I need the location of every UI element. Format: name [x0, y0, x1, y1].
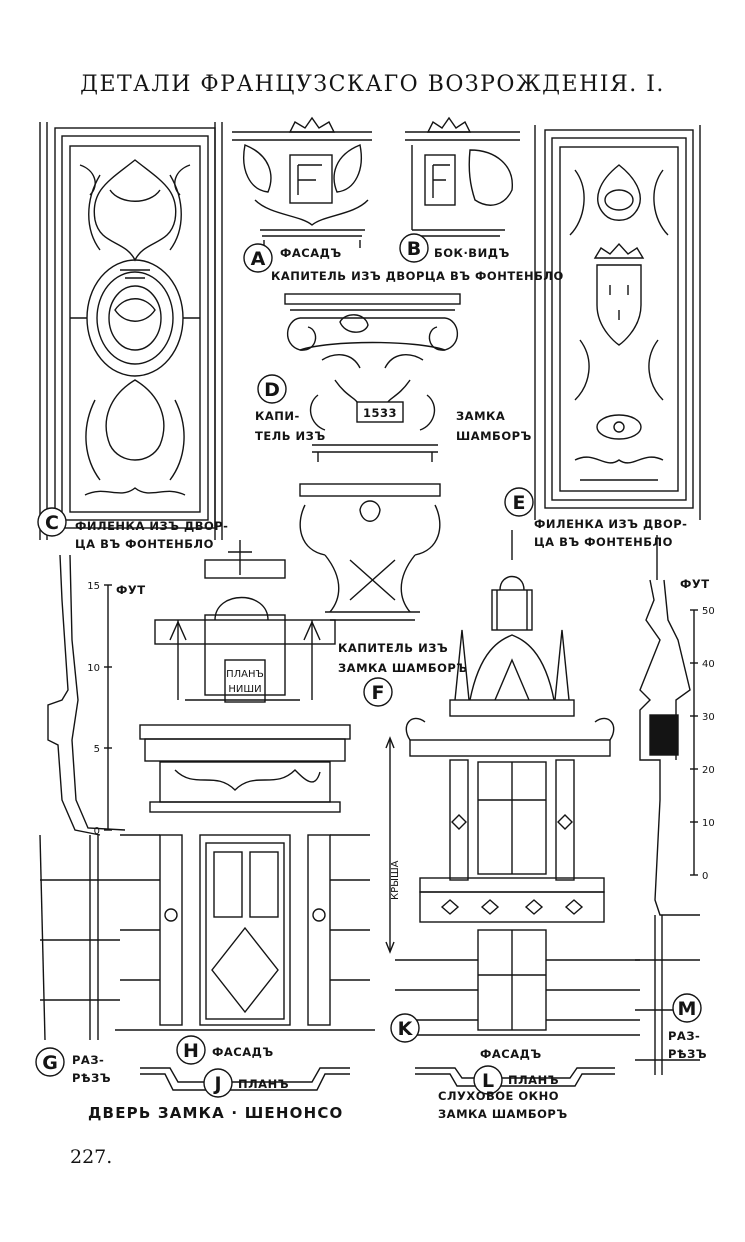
scale-right: 50 40 30 20 10 0 ФУТ [680, 577, 715, 882]
caption-window-title-line1: СЛУХОВОЕ ОКНО [438, 1089, 559, 1103]
caption-k-facade: ФАСАДЪ [480, 1047, 542, 1061]
scale-right-tick: 30 [702, 712, 715, 723]
label-d-circle [257, 374, 287, 404]
label-k-circle [390, 1013, 420, 1043]
caption-niche-line1: ПЛАНЪ [226, 669, 264, 680]
caption-g-line2: РѢЗЪ [72, 1071, 111, 1085]
label-c-circle [37, 507, 67, 537]
label-f: F [372, 682, 385, 704]
label-m-circle [672, 993, 702, 1023]
caption-d-chambord-line1: ЗАМКА [456, 409, 505, 423]
page-number: 227. [70, 1146, 113, 1168]
caption-f-line1: КАПИТЕЛЬ ИЗЪ [338, 641, 448, 655]
caption-niche-line2: НИШИ [228, 684, 261, 695]
label-h-circle [176, 1035, 206, 1065]
scale-right-tick: 10 [702, 818, 715, 829]
caption-m-line1: РАЗ- [668, 1029, 700, 1043]
caption-b-side-view: БОК·ВИДЪ [434, 246, 510, 260]
caption-d-line1: КАПИ- [255, 409, 300, 423]
caption-e-line2: ЦА ВЪ ФОНТЕНБЛО [534, 535, 673, 549]
scale-right-tick: 40 [702, 659, 715, 670]
caption-g-line1: РАЗ- [72, 1053, 104, 1067]
panel-c-drawing [39, 122, 223, 540]
panel-e-drawing [534, 125, 701, 520]
plan-l-drawing [415, 1067, 615, 1087]
page-title: ДЕТАЛИ ФРАНЦУЗСКАГО ВОЗРОЖДЕНІЯ. I. [80, 72, 665, 97]
label-b: B [407, 238, 421, 260]
label-c: C [45, 512, 59, 534]
caption-f-line2: ЗАМКА ШАМБОРЪ [338, 661, 468, 675]
scale-left-unit: ФУТ [116, 583, 146, 597]
capital-a-drawing [232, 116, 372, 248]
scale-left-tick: 15 [87, 581, 100, 592]
door-h-drawing: ПЛАНЪ НИШИ [115, 540, 375, 1031]
caption-c-line2: ЦА ВЪ ФОНТЕНБЛО [75, 537, 214, 551]
plan-j-drawing [140, 1067, 350, 1091]
caption-l-plan: ПЛАНЪ [508, 1073, 559, 1087]
dormer-k-drawing [385, 530, 640, 1036]
label-a: A [251, 248, 266, 270]
label-l-circle [473, 1065, 503, 1095]
label-j: J [212, 1073, 221, 1095]
caption-roof: КРЫША [390, 860, 401, 900]
caption-window-title-line2: ЗАМКА ШАМБОРЪ [438, 1107, 568, 1121]
section-m-drawing [635, 535, 700, 1075]
scale-left-tick: 10 [87, 663, 100, 674]
capital-d-drawing: 1533 [284, 293, 461, 462]
label-l: L [482, 1070, 494, 1092]
label-d: D [264, 379, 280, 401]
label-m: M [678, 998, 697, 1020]
caption-m-line2: РѢЗЪ [668, 1047, 707, 1061]
scale-left: 15 10 5 0 ФУТ [87, 581, 145, 837]
scale-left-tick: 5 [94, 744, 100, 755]
label-j-circle [203, 1068, 233, 1098]
scale-left-tick: 0 [94, 826, 100, 837]
label-e-circle [504, 487, 534, 517]
scale-right-tick: 50 [702, 606, 715, 617]
caption-capital-fontainebleau: КАПИТЕЛЬ ИЗЪ ДВОРЦА ВЪ ФОНТЕНБЛО [271, 269, 564, 283]
caption-c-line1: ФИЛЕНКА ИЗЪ ДВОР- [75, 519, 228, 533]
label-g-circle [35, 1047, 65, 1077]
caption-door-title: ДВЕРЬ ЗАМКА · ШЕНОНСО [88, 1104, 344, 1122]
caption-h-facade: ФАСАДЪ [212, 1045, 274, 1059]
caption-d-chambord-line2: ШАМБОРЪ [456, 429, 532, 443]
label-h: H [183, 1040, 199, 1062]
label-b-circle [399, 233, 429, 263]
scale-right-tick: 20 [702, 765, 715, 776]
scale-right-unit: ФУТ [680, 577, 710, 591]
caption-e-line1: ФИЛЕНКА ИЗЪ ДВОР- [534, 517, 687, 531]
caption-d-line2: ТЕЛЬ ИЗЪ [255, 429, 326, 443]
caption-a-facade: ФАСАДЪ [280, 246, 342, 260]
label-f-circle [363, 677, 393, 707]
label-a-circle [243, 243, 273, 273]
label-e: E [513, 492, 526, 514]
scale-right-tick: 0 [702, 871, 708, 882]
label-g: G [42, 1052, 58, 1074]
capital-f-drawing [299, 483, 441, 621]
capital-d-date: 1533 [363, 406, 397, 420]
label-k: K [398, 1018, 414, 1040]
capital-b-drawing [405, 116, 520, 237]
caption-j-plan: ПЛАНЪ [238, 1077, 289, 1091]
section-g-drawing [39, 554, 126, 1041]
